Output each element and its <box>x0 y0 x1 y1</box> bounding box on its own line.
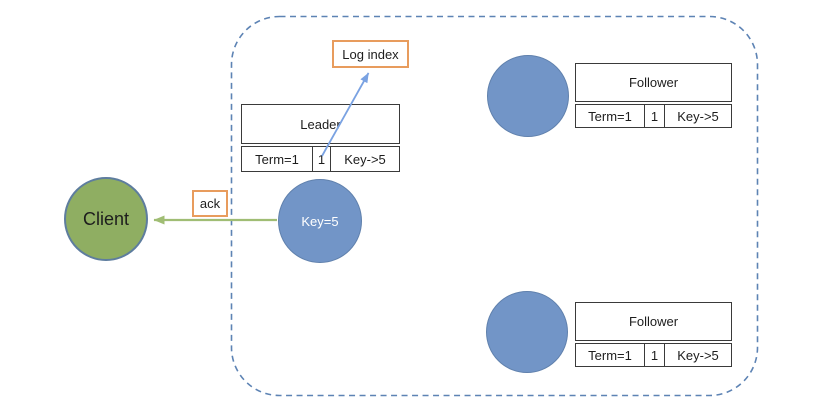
follower-table-bottom: Follower Term=1 1 Key->5 <box>575 302 732 367</box>
log-index-label-box: Log index <box>332 40 409 68</box>
leader-node: Key=5 <box>278 179 362 263</box>
follower-bottom-term-cell: Term=1 <box>575 343 645 367</box>
follower-bottom-title: Follower <box>575 302 732 341</box>
ack-label-box: ack <box>192 190 228 217</box>
leader-table: Leader Term=1 1 Key->5 <box>241 104 400 172</box>
ack-label: ack <box>199 196 221 211</box>
follower-top-index-cell: 1 <box>645 104 665 128</box>
follower-node-bottom <box>486 291 568 373</box>
client-node: Client <box>64 177 148 261</box>
log-index-label: Log index <box>342 46 399 62</box>
follower-bottom-index-cell: 1 <box>645 343 665 367</box>
follower-top-title: Follower <box>575 63 732 102</box>
leader-table-row: Term=1 1 Key->5 <box>241 146 400 172</box>
follower-top-term-cell: Term=1 <box>575 104 645 128</box>
follower-table-top: Follower Term=1 1 Key->5 <box>575 63 732 128</box>
leader-term-cell: Term=1 <box>241 146 313 172</box>
leader-table-title: Leader <box>241 104 400 144</box>
follower-top-entry-cell: Key->5 <box>665 104 732 128</box>
client-node-label: Client <box>82 208 130 229</box>
follower-top-row: Term=1 1 Key->5 <box>575 104 732 128</box>
leader-node-label: Key=5 <box>301 213 339 229</box>
leader-index-cell: 1 <box>313 146 331 172</box>
follower-node-top <box>487 55 569 137</box>
follower-bottom-row: Term=1 1 Key->5 <box>575 343 732 367</box>
follower-bottom-entry-cell: Key->5 <box>665 343 732 367</box>
leader-entry-cell: Key->5 <box>331 146 400 172</box>
